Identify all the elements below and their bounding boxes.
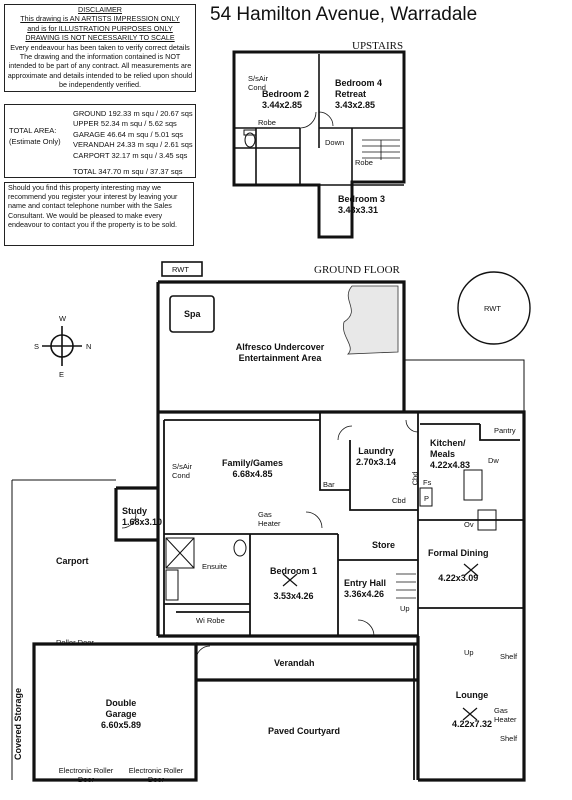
spa-label: Spa [184,309,201,319]
double-garage-name: Double Garage [105,698,137,719]
roller-door-label: Roller Door [56,638,94,647]
laundry-size: 2.70x3.14 [356,457,397,467]
compass-w: W [59,314,67,323]
fs-label: Fs [423,478,432,487]
study-label: Study 1.68x3.10 [122,506,162,528]
formal-dining-size: 4.22x3.09 [438,573,479,583]
total-area-title: TOTAL AREA: [9,126,57,135]
upstairs-sair-label: S/sAir Cond [248,74,269,92]
kitchen-label: Kitchen/ Meals 4.22x4.83 [430,438,478,471]
formal-dining-name: Formal Dining [428,548,489,558]
laundry-label: Laundry 2.70x3.14 [356,446,396,468]
wi-robe-label: Wi Robe [196,616,225,625]
compass-e: E [59,370,65,379]
lounge-gas-heater-label: Gas Heater [494,706,517,724]
family-games-name: Family/Games [222,458,284,468]
area-row-upper: UPPER 52.34 m squ / 5.62 sqs [73,119,177,129]
rwt-tank-label: RWT [484,304,501,313]
shelf1-label: Shelf [500,652,518,661]
bedroom3-name: Bedroom 3 [338,194,386,204]
p-label: P [424,494,430,503]
up1-label: Up [400,604,410,613]
disclaimer-body: Every endeavour has been taken to verify… [7,42,193,90]
cbd1-label: Cbd [410,471,420,486]
upstairs-down-label: Down [325,138,345,147]
cbd2-label: Cbd [392,496,406,505]
area-row-garage: GARAGE 46.64 m squ / 5.01 sqs [73,129,184,139]
bedroom1-size: 3.53x4.26 [273,591,314,601]
bedroom2-label: Bedroom 2 3.44x2.85 [262,89,309,111]
bedroom4-label: Bedroom 4 Retreat 3.43x2.85 [335,78,395,111]
double-garage-label: Double Garage 6.60x5.89 [96,698,146,731]
electronic-roller-door-1: Electronic Roller Door [58,766,114,784]
contact-note: Should you find this property interestin… [4,182,194,246]
upstairs-plan [232,50,406,239]
carport-label: Carport [56,556,89,566]
bedroom2-size: 3.44x2.85 [262,100,303,110]
area-row-carport: CARPORT 32.17 m squ / 3.45 sqs [73,150,188,160]
bedroom1-name: Bedroom 1 [270,566,318,576]
family-sair-label: S/sAir Cond [172,462,193,480]
bedroom2-name: Bedroom 2 [262,89,310,99]
double-garage-size: 6.60x5.89 [100,720,142,730]
upstairs-heading: UPSTAIRS [352,40,404,52]
ensuite-label: Ensuite [202,562,228,571]
alfresco-label: Alfresco Undercover Entertainment Area [235,342,325,363]
area-row-total: TOTAL 347.70 m squ / 37.37 sqs [73,167,183,177]
total-area-box: TOTAL AREA: (Estimate Only) GROUND 192.3… [4,104,196,178]
study-name: Study [122,506,148,516]
upstairs-robe2-label: Robe [355,158,373,167]
compass-s: S [34,342,40,351]
gas-heater-label: Gas Heater [258,510,281,528]
pantry-label: Pantry [494,426,516,435]
area-row-ground: GROUND 192.33 m squ / 20.67 sqs [73,109,193,118]
bedroom1-label: Bedroom 1 3.53x4.26 [270,566,317,602]
covered-storage-label: Covered Storage [13,687,23,760]
study-size: 1.68x3.10 [122,517,163,527]
disclaimer-heading: DISCLAIMER [78,5,122,14]
kitchen-size: 4.22x4.83 [430,460,471,470]
bar-label: Bar [323,480,335,489]
store-label: Store [372,540,396,550]
laundry-name: Laundry [358,446,394,456]
disclaimer-line1: This drawing is AN ARTISTS IMPRESSION ON… [20,14,180,24]
bedroom4-name: Bedroom 4 Retreat [335,78,383,99]
ground-floor-walls [32,280,526,782]
paved-courtyard-label: Paved Courtyard [268,726,341,736]
entry-hall-label: Entry Hall 3.36x4.26 [344,578,386,600]
oven-label: Ov [464,520,474,529]
lounge-size: 4.22x7.32 [452,719,493,729]
up2-label: Up [464,648,474,657]
entry-hall-size: 3.36x4.26 [344,589,385,599]
ground-floor-heading: GROUND FLOOR [314,264,400,276]
kitchen-name: Kitchen/ Meals [430,438,466,459]
page-title: 54 Hamilton Avenue, Warradale [210,4,478,25]
bedroom3-size: 3.43x3.31 [338,205,379,215]
compass-n: N [86,342,92,351]
disclaimer-line3: DRAWING IS NOT NECESSARILY TO SCALE [25,33,175,43]
disclaimer-box: DISCLAIMER This drawing is AN ARTISTS IM… [4,4,196,92]
lounge-label: Lounge 4.22x7.32 [452,690,492,730]
bedroom3-label: Bedroom 3 3.43x3.31 [338,194,385,216]
bedroom4-size: 3.43x2.85 [335,100,376,110]
family-games-size: 6.68x4.85 [232,469,273,479]
formal-dining-label: Formal Dining 4.22x3.09 [428,548,489,584]
rwt-label: RWT [172,265,189,274]
entry-hall-name: Entry Hall [344,578,387,588]
upstairs-robe1-label: Robe [258,118,276,127]
total-area-rows: GROUND 192.33 m squ / 20.67 sqs UPPER 52… [73,109,193,177]
family-games-label: Family/Games 6.68x4.85 [222,458,283,480]
total-area-sublabel: (Estimate Only) [9,137,61,146]
dishwasher-label: Dw [488,456,499,465]
disclaimer-line2: and is for ILLUSTRATION PURPOSES ONLY [27,23,173,33]
electronic-roller-door-2: Electronic Roller Door [128,766,184,784]
lounge-name: Lounge [455,690,489,700]
area-row-verandah: VERANDAH 24.33 m squ / 2.61 sqs [73,140,193,150]
verandah-label: Verandah [274,658,315,668]
total-area-label: TOTAL AREA: (Estimate Only) [9,125,61,147]
shelf2-label: Shelf [500,734,518,743]
